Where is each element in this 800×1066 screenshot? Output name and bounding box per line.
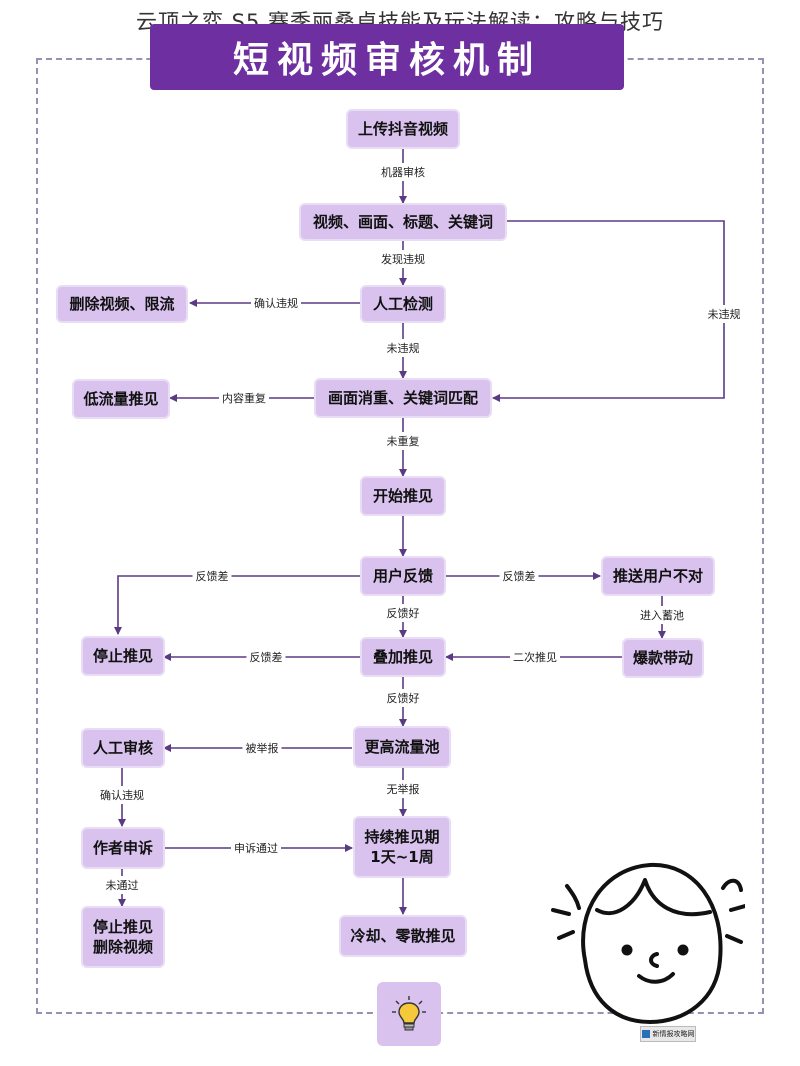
node-stack: 叠加推见 [362,639,444,675]
watermark-logo-icon [641,1030,650,1038]
node-dedupe: 画面消重、关键词匹配 [316,380,490,416]
edge-content-dedupe-bypass [492,220,725,402]
node-delete-limit: 删除视频、限流 [58,287,186,321]
node-cool: 冷却、零散推见 [341,917,465,955]
edge-label-bad-left: 反馈差 [192,567,232,585]
edge-label-bad-right: 反馈差 [499,567,539,585]
watermark-text: 新情报攻略网 [652,1030,695,1038]
edge-label-not-reported: 无举报 [383,780,423,798]
edge-label-confirm1: 确认违规 [251,294,301,312]
node-stop-1: 停止推见 [83,638,163,674]
node-upload: 上传抖音视频 [348,111,458,147]
edge-label-second: 二次推见 [510,648,560,666]
site-watermark: 新情报攻略网 [640,1026,696,1042]
edge-label-not-pass: 未通过 [102,876,142,894]
node-viral: 爆款带动 [624,640,702,676]
node-feedback: 用户反馈 [362,558,444,594]
edge-label-enter-pool: 进入蓄池 [637,606,687,624]
node-start: 开始推见 [362,478,444,514]
node-continuous: 持续推见期 1天~1周 [355,818,449,876]
lightbulb-icon [392,996,426,1031]
node-stop-delete: 停止推见 删除视频 [83,908,163,966]
edge-label-machine: 机器审核 [378,163,428,181]
cartoon-face [551,862,745,1024]
edge-feedback-stop1 [114,575,362,635]
node-manual: 人工检测 [362,287,444,321]
node-appeal: 作者申诉 [83,829,163,867]
edge-label-good2: 反馈好 [383,689,423,707]
edge-label-duplicate: 内容重复 [219,389,269,407]
edge-label-confirm2: 确认违规 [97,786,147,804]
edge-label-appeal-pass: 申诉通过 [231,839,281,857]
edge-label-good1: 反馈好 [383,604,423,622]
node-review: 人工审核 [83,730,163,766]
edge-label-found: 发现违规 [378,250,428,268]
diagram-title: 短视频审核机制 [150,24,624,90]
edge-label-no-violation2: 未违规 [704,305,744,323]
edge-label-no-violation1: 未违规 [383,339,423,357]
edge-label-reported: 被举报 [242,739,282,757]
lightbulb-box [377,982,441,1046]
node-higher: 更高流量池 [355,728,449,766]
node-wrong-user: 推送用户不对 [603,558,713,594]
node-content: 视频、画面、标题、关键词 [301,205,505,239]
edge-label-not-duplicate: 未重复 [383,432,423,450]
node-low-flow: 低流量推见 [74,381,168,417]
edge-label-bad2: 反馈差 [246,648,286,666]
